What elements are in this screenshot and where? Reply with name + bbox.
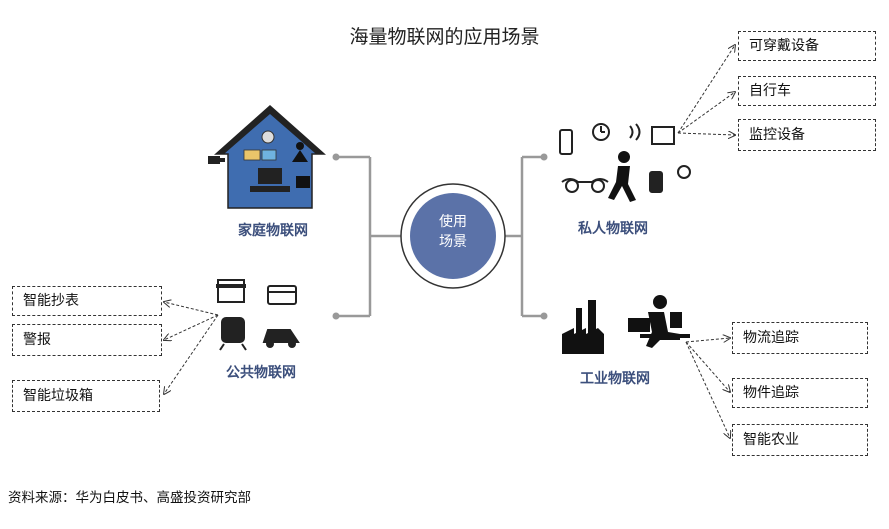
category-personal: 私人物联网 bbox=[578, 221, 648, 237]
public-item-smart-bin: 智能垃圾箱 bbox=[12, 380, 160, 412]
walking-person-icon bbox=[608, 151, 636, 202]
category-industrial: 工业物联网 bbox=[580, 371, 650, 387]
source-note: 资料来源：华为白皮书、高盛投资研究部 bbox=[8, 490, 251, 506]
diagram-title: 海量物联网的应用场景 bbox=[349, 26, 540, 48]
industrial-item-object-tracking: 物件追踪 bbox=[732, 378, 868, 408]
house-icon bbox=[208, 104, 326, 209]
personal-item-bicycle: 自行车 bbox=[738, 76, 876, 106]
category-home: 家庭物联网 bbox=[238, 223, 308, 239]
factory-icon bbox=[562, 300, 604, 354]
center-label-line2: 场景 bbox=[439, 234, 467, 250]
center-label: 使用 场景 bbox=[412, 212, 494, 252]
center-circle bbox=[410, 193, 496, 279]
personal-item-monitoring: 监控设备 bbox=[738, 119, 876, 151]
industrial-item-smart-agriculture: 智能农业 bbox=[732, 424, 868, 456]
industrial-item-logistics: 物流追踪 bbox=[732, 322, 868, 354]
personal-icons bbox=[559, 123, 691, 193]
public-item-alarm: 警报 bbox=[12, 324, 162, 356]
public-item-smart-meter: 智能抄表 bbox=[12, 286, 162, 316]
category-public: 公共物联网 bbox=[226, 365, 296, 381]
center-label-line1: 使用 bbox=[439, 214, 467, 230]
worker-at-computer-icon bbox=[628, 295, 690, 348]
public-icons bbox=[216, 279, 300, 351]
personal-item-wearable: 可穿戴设备 bbox=[738, 31, 876, 61]
